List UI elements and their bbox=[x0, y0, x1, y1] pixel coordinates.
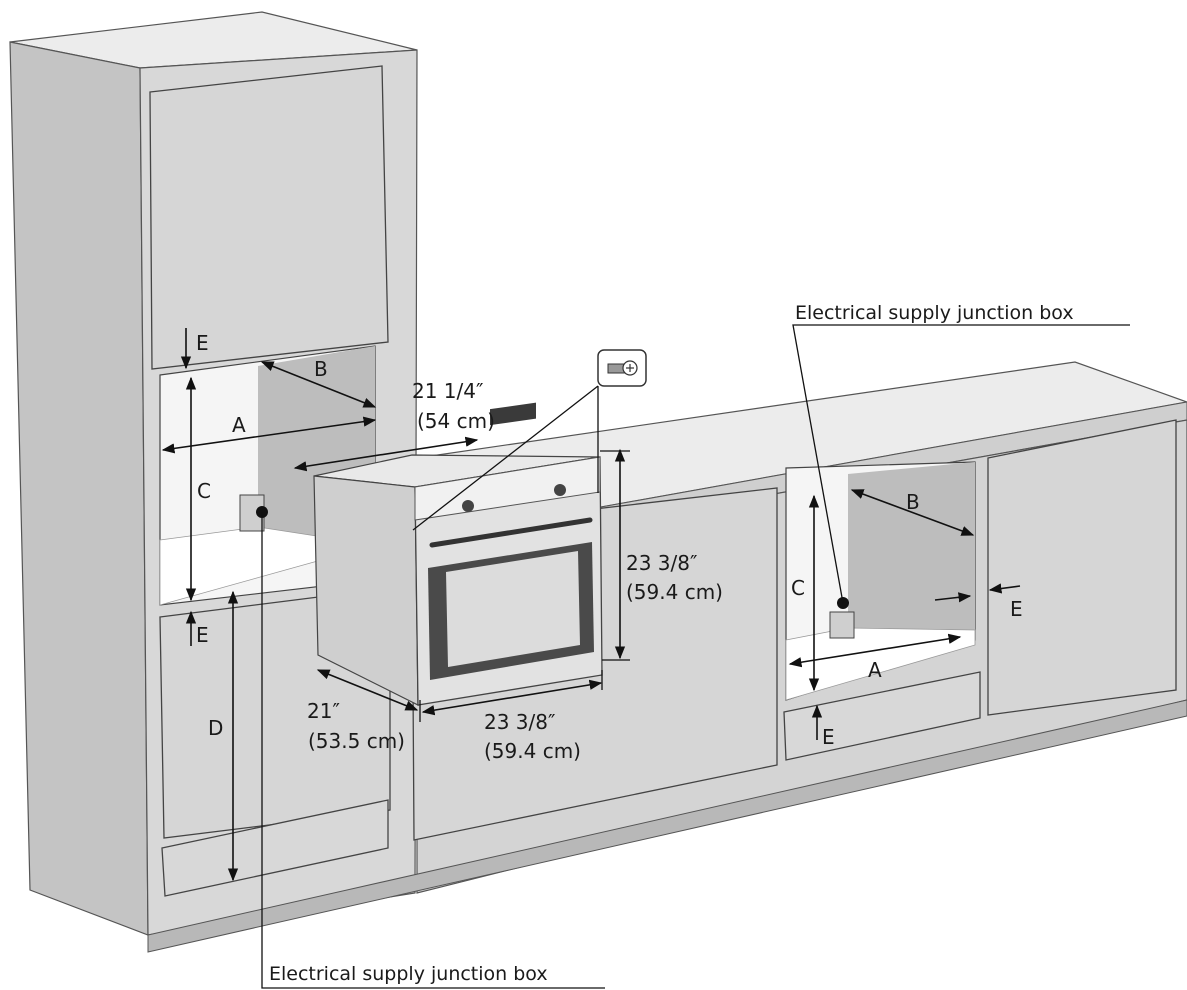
oven-depth-side-metric: (53.5 cm) bbox=[308, 729, 405, 753]
label-c: C bbox=[197, 479, 211, 503]
oven-display bbox=[490, 402, 536, 426]
label-d: D bbox=[208, 716, 223, 740]
screw-icon bbox=[597, 349, 647, 387]
base-label-c: C bbox=[791, 576, 805, 600]
oven-width-metric: (59.4 cm) bbox=[484, 739, 581, 763]
dimension-b-arrow bbox=[260, 361, 377, 408]
junction-box-right-label: Electrical supply junction box bbox=[795, 302, 1074, 324]
oven-right-knob bbox=[554, 484, 566, 496]
dimension-a-arrow bbox=[161, 416, 377, 454]
base-dimension-e-side-arrow bbox=[934, 592, 972, 603]
junction-box-right-leader bbox=[792, 324, 1130, 604]
base-label-e-bottom: E bbox=[822, 725, 835, 749]
base-label-e-side: E bbox=[1010, 597, 1023, 621]
label-a: A bbox=[232, 413, 246, 437]
oven-door-handle bbox=[429, 517, 593, 548]
oven-width-arrow bbox=[421, 679, 603, 716]
oven-depth-top-arrow bbox=[293, 436, 479, 472]
oven-depth-side-arrow bbox=[316, 669, 419, 711]
base-cabinet-drawer bbox=[783, 671, 981, 761]
base-label-a: A bbox=[868, 658, 882, 682]
oven-depth-top-metric: (54 cm) bbox=[417, 409, 495, 433]
oven-width-imperial: 23 3/8″ bbox=[484, 710, 555, 734]
oven-height-metric: (59.4 cm) bbox=[626, 580, 723, 604]
junction-box-icon bbox=[239, 494, 268, 532]
junction-box-bottom-leader bbox=[261, 512, 605, 989]
base-dimension-b-arrow bbox=[850, 489, 975, 536]
label-e-top: E bbox=[196, 331, 209, 355]
tall-cabinet-upper-door bbox=[149, 65, 389, 370]
tall-cabinet-drawer bbox=[161, 799, 389, 897]
junction-box-bottom-label: Electrical supply junction box bbox=[269, 963, 548, 985]
oven-left-knob bbox=[462, 500, 474, 512]
oven-depth-side-imperial: 21″ bbox=[307, 699, 340, 723]
base-dimension-e-side-arrow2 bbox=[988, 583, 1021, 594]
label-e-bottom: E bbox=[196, 623, 209, 647]
oven-height-imperial: 23 3/8″ bbox=[626, 551, 697, 575]
oven-depth-top-imperial: 21 1/4″ bbox=[412, 379, 483, 403]
oven bbox=[313, 402, 603, 706]
right-base-door bbox=[987, 419, 1177, 716]
base-dimension-a-arrow bbox=[788, 633, 962, 668]
label-b: B bbox=[314, 357, 328, 381]
base-label-b: B bbox=[906, 490, 920, 514]
